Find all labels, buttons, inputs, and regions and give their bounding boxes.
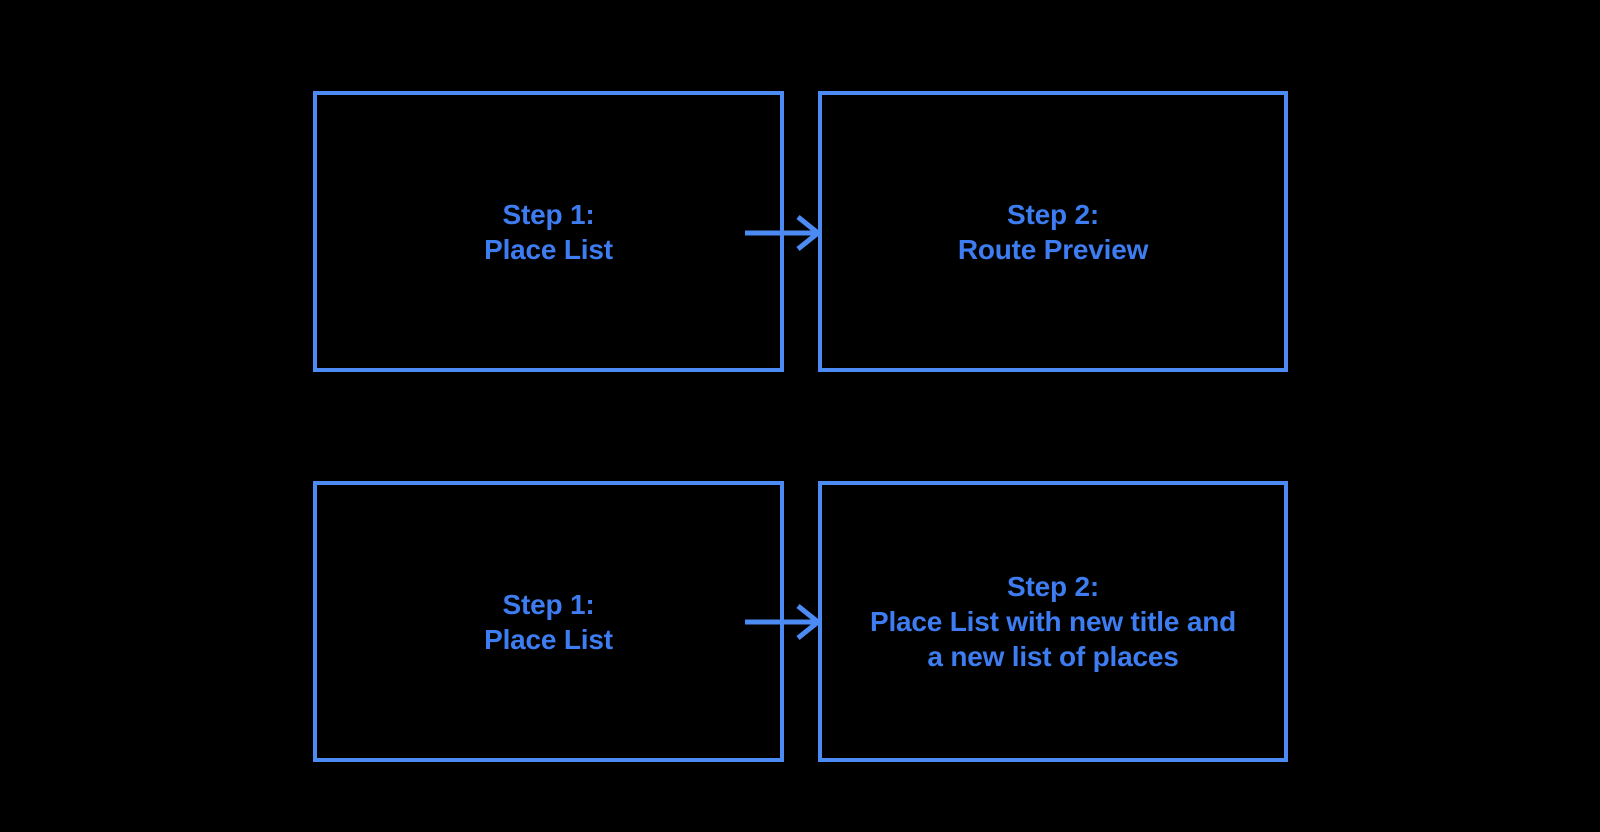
node-label-line: Step 1: (502, 198, 595, 230)
node-step1-place-list: Step 1: Place List (313, 91, 784, 372)
arrow-right-icon (745, 215, 822, 251)
node-label-line: Place List (484, 233, 613, 265)
node-label-line: Step 1: (502, 588, 595, 620)
node-label-line: Place List with new title and (869, 606, 1237, 637)
node-step2-route-preview: Step 2: Route Preview (818, 91, 1288, 372)
node-label: Step 2: Place List with new title and a … (870, 569, 1236, 674)
node-label: Step 2: Route Preview (957, 197, 1149, 267)
node-step2-updated-place-list: Step 2: Place List with new title and a … (818, 481, 1288, 762)
node-label-line: Place List (484, 623, 613, 655)
node-label: Step 1: Place List (484, 587, 613, 657)
node-label-line: Route Preview (957, 233, 1149, 265)
node-label-line: Step 2: (1007, 198, 1099, 230)
node-step1-place-list-2: Step 1: Place List (313, 481, 784, 762)
arrow-right-icon (745, 604, 822, 640)
node-label-line: Step 2: (1007, 571, 1099, 602)
node-label: Step 1: Place List (484, 197, 613, 267)
node-label-line: a new list of places (927, 641, 1179, 672)
